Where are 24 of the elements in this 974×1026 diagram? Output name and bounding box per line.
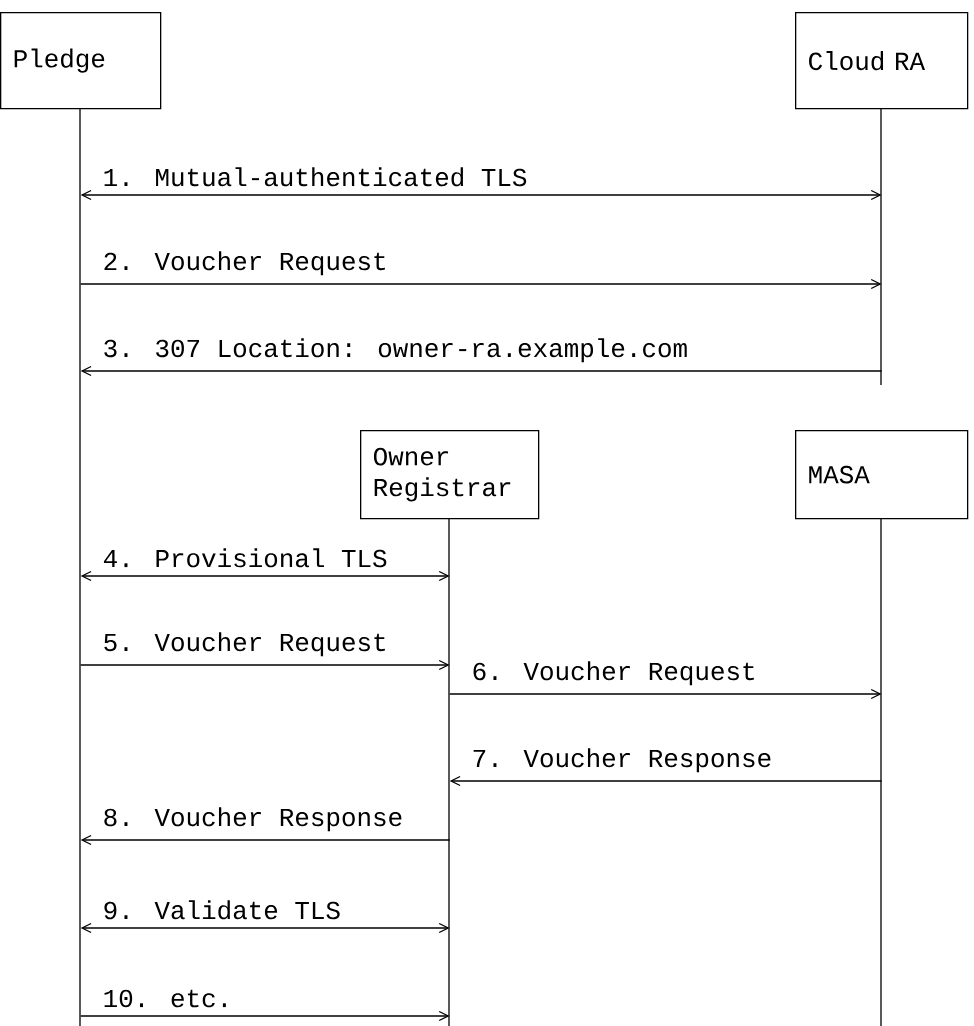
- message-label: 8. Voucher Response: [104, 807, 402, 832]
- arrow: [449, 775, 883, 787]
- message-label: 5. Voucher Request: [104, 632, 385, 657]
- message-label: 6. Voucher Request: [473, 661, 754, 686]
- arrow: [80, 659, 450, 671]
- arrow: [80, 278, 882, 290]
- participant-box: Cloud RA: [795, 12, 969, 110]
- participant-box: Pledge: [0, 12, 162, 110]
- arrow: [80, 570, 450, 582]
- arrow: [80, 365, 883, 377]
- message-label: 3. 307 Location: owner-ra.example.com: [104, 338, 687, 363]
- participant-box: MASA: [795, 430, 969, 520]
- arrow: [80, 834, 451, 846]
- arrow: [80, 189, 882, 201]
- message-label: 7. Voucher Response: [473, 748, 771, 773]
- message-label: 9. Validate TLS: [104, 900, 340, 920]
- message-label: 1. Mutual-authenticated TLS: [104, 167, 527, 187]
- arrow: [449, 688, 882, 700]
- participant-box: Owner Registrar: [360, 430, 540, 520]
- arrow: [80, 1010, 450, 1022]
- arrow: [80, 922, 450, 934]
- message-label: 2. Voucher Request: [104, 251, 385, 276]
- message-label: 4. Provisional TLS: [103, 548, 387, 568]
- message-label: 10. etc.: [104, 989, 226, 1008]
